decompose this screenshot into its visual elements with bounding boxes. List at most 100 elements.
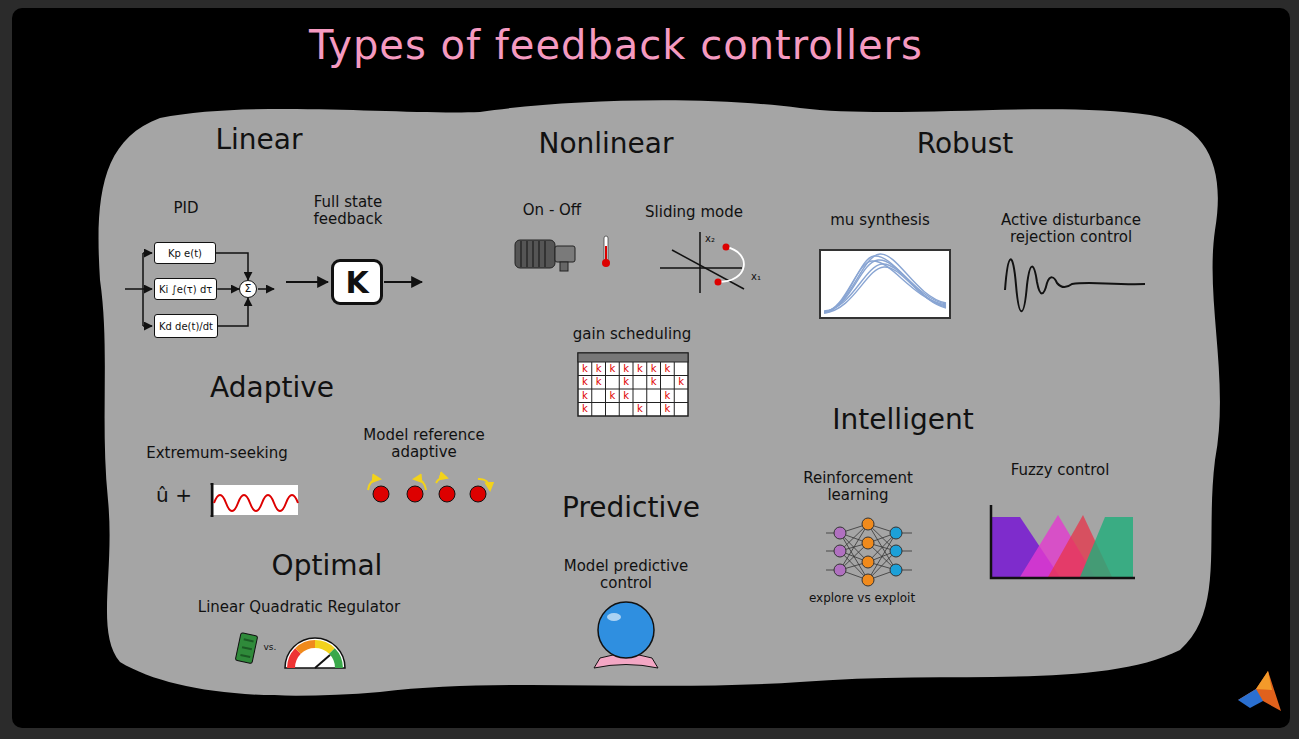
- gain-table: [578, 353, 688, 416]
- method-label: Reinforcement learning: [788, 470, 928, 505]
- mu-synthesis-plot-part-part: [824, 264, 946, 311]
- neural-network-part-part: [862, 574, 874, 586]
- neural-network-part-part: [890, 564, 902, 576]
- gauge-icon: [285, 638, 345, 668]
- neural-network-part-part: [834, 527, 846, 539]
- gain-table-part: [578, 362, 688, 416]
- fuzzy-sets-part: [991, 505, 1135, 578]
- money-icon: [235, 633, 257, 664]
- adrc-squiggle: [1005, 259, 1145, 311]
- extremum-signal-part: [210, 485, 298, 515]
- gain-cell-k: k: [609, 364, 615, 374]
- method-label: x₁: [751, 271, 761, 283]
- gain-cell-k: k: [582, 391, 588, 401]
- gain-cell-k: k: [623, 364, 629, 374]
- heater-icon: [515, 240, 575, 271]
- method-label: Sliding mode: [645, 204, 743, 221]
- extremum-signal-part: [214, 495, 298, 511]
- gauge-icon-part: [291, 651, 298, 668]
- gain-cell-k: k: [664, 404, 670, 414]
- gain-cell-k: k: [623, 391, 629, 401]
- mu-synthesis-plot-part-part: [824, 254, 946, 312]
- thermometer-icon: [602, 236, 610, 267]
- black-board: [12, 8, 1290, 728]
- neural-network-part-part: [890, 545, 902, 557]
- pid-wiring-part: [258, 288, 274, 290]
- heater-icon-part: [560, 262, 568, 271]
- gain-cell-k: k: [637, 364, 643, 374]
- gauge-icon-part: [285, 638, 345, 668]
- method-label: mu synthesis: [830, 212, 930, 229]
- neural-network-part-part: [834, 564, 846, 576]
- gain-cell-k: k: [651, 377, 657, 387]
- method-label: Full state feedback: [298, 194, 398, 229]
- model-reference-balls-part: [373, 486, 486, 502]
- model-reference-balls-part-part: [407, 486, 423, 502]
- mu-synthesis-plot-part: [824, 254, 946, 313]
- gain-cell-k: k: [623, 377, 629, 387]
- method-label: Extremum-seeking: [146, 445, 288, 462]
- sliding-mode-plot-part: [715, 279, 722, 286]
- mu-synthesis-plot-part-part: [824, 260, 946, 312]
- grey-blob: [99, 100, 1220, 695]
- gain-cell-k: k: [637, 404, 643, 414]
- category-heading: Adaptive: [210, 372, 334, 404]
- gauge-icon-part: [298, 644, 315, 651]
- gain-table-part: [578, 353, 688, 362]
- gain-cell-k: k: [596, 364, 602, 374]
- pid-term-box: Kp e(t): [154, 242, 216, 264]
- pid-wiring-part: [125, 253, 143, 326]
- gain-cell-k: k: [596, 377, 602, 387]
- mu-synthesis-plot-part: [820, 250, 950, 318]
- gain-box: K: [331, 259, 383, 305]
- gain-table-part: [578, 353, 688, 416]
- model-reference-balls-part-part: [436, 478, 447, 483]
- neural-network-part: [826, 524, 912, 580]
- node-text: Kp e(t): [168, 248, 202, 259]
- model-reference-balls-part-part: [439, 486, 455, 502]
- neural-network-part: [890, 527, 902, 576]
- method-label: explore vs exploit: [809, 592, 915, 606]
- category-heading: Nonlinear: [538, 128, 673, 160]
- sliding-mode-plot: [660, 232, 744, 293]
- money-icon-part: [235, 633, 257, 664]
- fuzzy-sets: [991, 505, 1135, 578]
- method-label: Fuzzy control: [1011, 462, 1110, 479]
- gain-cell-k: k: [651, 364, 657, 374]
- pid-wiring-part: [143, 252, 152, 254]
- gauge-icon-part: [315, 644, 332, 651]
- matlab-logo: [1238, 671, 1281, 711]
- pid-term-box: Ki ∫e(τ) dτ: [154, 278, 217, 300]
- method-label: Linear Quadratic Regulator: [198, 599, 400, 616]
- model-reference-balls-part-part: [470, 486, 486, 502]
- neural-network-part-part: [890, 527, 902, 539]
- node-text: Ki ∫e(τ) dτ: [159, 284, 212, 295]
- node-text: Kd de(t)/dt: [159, 321, 213, 332]
- pid-term-box: Kd de(t)/dt: [154, 314, 218, 338]
- extremum-signal-part: [211, 483, 214, 517]
- method-label: gain scheduling: [573, 326, 691, 343]
- pid-wiring-part: [143, 288, 152, 290]
- sliding-mode-plot-part: [660, 232, 742, 293]
- mu-synthesis-plot-part-part: [824, 267, 946, 313]
- sliding-mode-plot-part: [718, 247, 744, 282]
- mu-synthesis-plot-part-part: [824, 261, 946, 312]
- method-label: û +: [156, 484, 192, 507]
- category-heading: Optimal: [272, 550, 383, 582]
- gain-cell-k: k: [582, 364, 588, 374]
- neural-network-part-part: [862, 537, 874, 549]
- node-text: Σ: [245, 283, 252, 295]
- gain-cell-k: k: [609, 391, 615, 401]
- method-label: Model predictive control: [546, 558, 706, 593]
- gain-cell-k: k: [664, 364, 670, 374]
- thermometer-icon-part: [605, 246, 607, 261]
- signal-wire: [218, 298, 248, 326]
- heater-icon-part: [521, 241, 545, 267]
- mu-synthesis-plot-part-part: [824, 256, 946, 313]
- category-heading: Linear: [215, 124, 302, 156]
- diagram-title: Types of feedback controllers: [309, 22, 923, 68]
- mu-synthesis-plot: [820, 250, 950, 318]
- method-label: Model reference adaptive: [349, 427, 499, 462]
